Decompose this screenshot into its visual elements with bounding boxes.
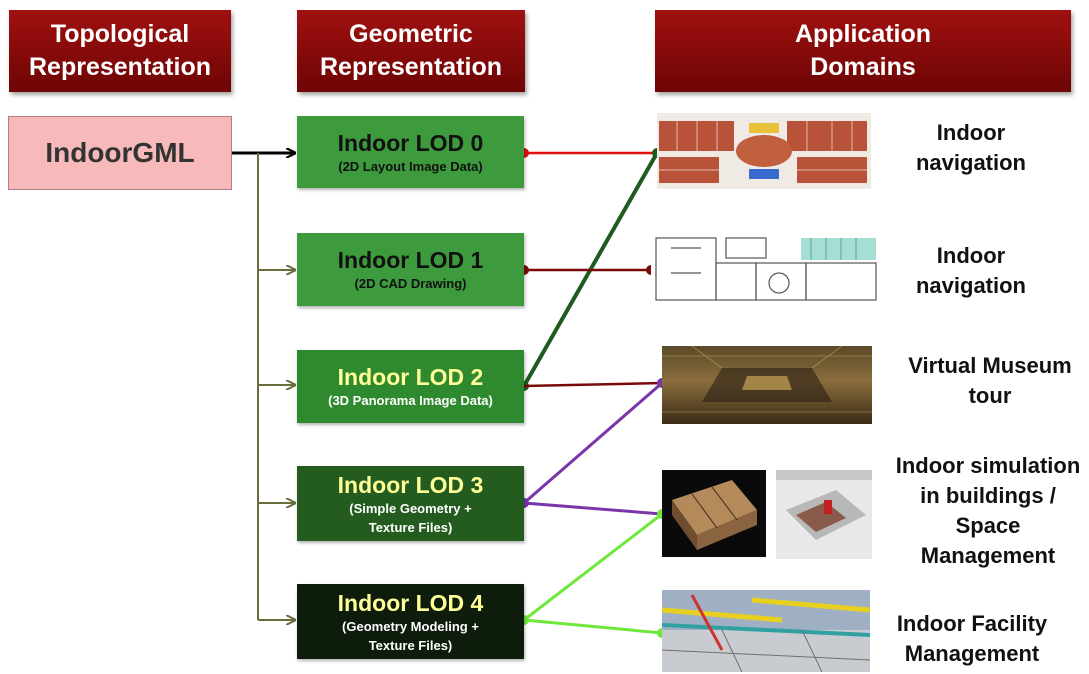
lod-title: Indoor LOD 1	[337, 247, 484, 273]
domain-line: Management	[920, 543, 1056, 568]
link-lod4-facility	[523, 618, 663, 635]
header-line: Topological	[50, 20, 190, 48]
indoorgml-label: IndoorGML	[45, 137, 195, 168]
indoorgml-box: IndoorGML	[8, 116, 232, 190]
lod-title: Indoor LOD 3	[337, 471, 484, 498]
domain-label-virtual-museum: Virtual Museum tour	[895, 351, 1085, 411]
header-application-domains: Application Domains	[655, 10, 1071, 92]
domain-line: Management	[904, 641, 1040, 666]
header-line: Geometric	[349, 20, 473, 48]
domain-label-navigation-2: Indoor navigation	[903, 241, 1039, 301]
link-lod3-simulation	[523, 501, 663, 516]
museum-panorama-image	[662, 346, 872, 424]
simulation-model-image	[662, 470, 766, 557]
domain-line: Space	[955, 513, 1021, 538]
lod-subtitle: (3D Panorama Image Data)	[328, 393, 493, 408]
header-line: Representation	[320, 53, 502, 81]
header-line: Domains	[810, 53, 916, 81]
domain-label-facility-management: Indoor Facility Management	[885, 609, 1059, 669]
header-line: Representation	[29, 53, 211, 81]
link-lod3-museum	[523, 381, 663, 505]
header-topological-representation: Topological Representation	[9, 10, 231, 92]
lod-title: Indoor LOD 2	[337, 364, 484, 390]
floorplan-layout-image	[657, 113, 871, 189]
domain-line: Indoor simulation	[895, 453, 1081, 478]
lod4-box: Indoor LOD 4 (Geometry Modeling + Textur…	[297, 584, 524, 659]
domain-line: in buildings /	[920, 483, 1056, 508]
domain-line: Indoor	[936, 120, 1006, 145]
lod-title: Indoor LOD 4	[337, 589, 484, 616]
cad-drawing-image	[651, 233, 882, 305]
lod1-box: Indoor LOD 1 (2D CAD Drawing)	[297, 233, 524, 306]
domain-label-indoor-simulation: Indoor simulation in buildings / Space M…	[889, 451, 1087, 571]
domain-line: navigation	[915, 273, 1026, 298]
space-management-image	[776, 470, 872, 559]
lod-title: Indoor LOD 0	[337, 129, 484, 156]
lod3-box: Indoor LOD 3 (Simple Geometry + Texture …	[297, 466, 524, 541]
domain-line: navigation	[915, 150, 1026, 175]
link-lod2-museum	[523, 381, 663, 388]
header-geometric-representation: Geometric Representation	[297, 10, 525, 92]
domain-label-navigation-1: Indoor navigation	[903, 118, 1039, 178]
lod-subtitle: (Simple Geometry + Texture Files)	[349, 500, 472, 535]
link-lod4-simulation	[523, 512, 663, 622]
lod2-box: Indoor LOD 2 (3D Panorama Image Data)	[297, 350, 524, 423]
lod0-box: Indoor LOD 0 (2D Layout Image Data)	[297, 116, 524, 188]
lod-subtitle: (2D Layout Image Data)	[338, 158, 483, 174]
domain-line: Virtual Museum	[908, 353, 1072, 378]
domain-line: tour	[968, 383, 1012, 408]
header-line: Application	[794, 20, 932, 48]
lod-subtitle: (Geometry Modeling + Texture Files)	[342, 618, 479, 653]
facility-management-image	[662, 590, 870, 672]
domain-line: Indoor Facility	[896, 611, 1048, 636]
domain-line: Indoor	[936, 243, 1006, 268]
lod-subtitle: (2D CAD Drawing)	[354, 276, 467, 291]
